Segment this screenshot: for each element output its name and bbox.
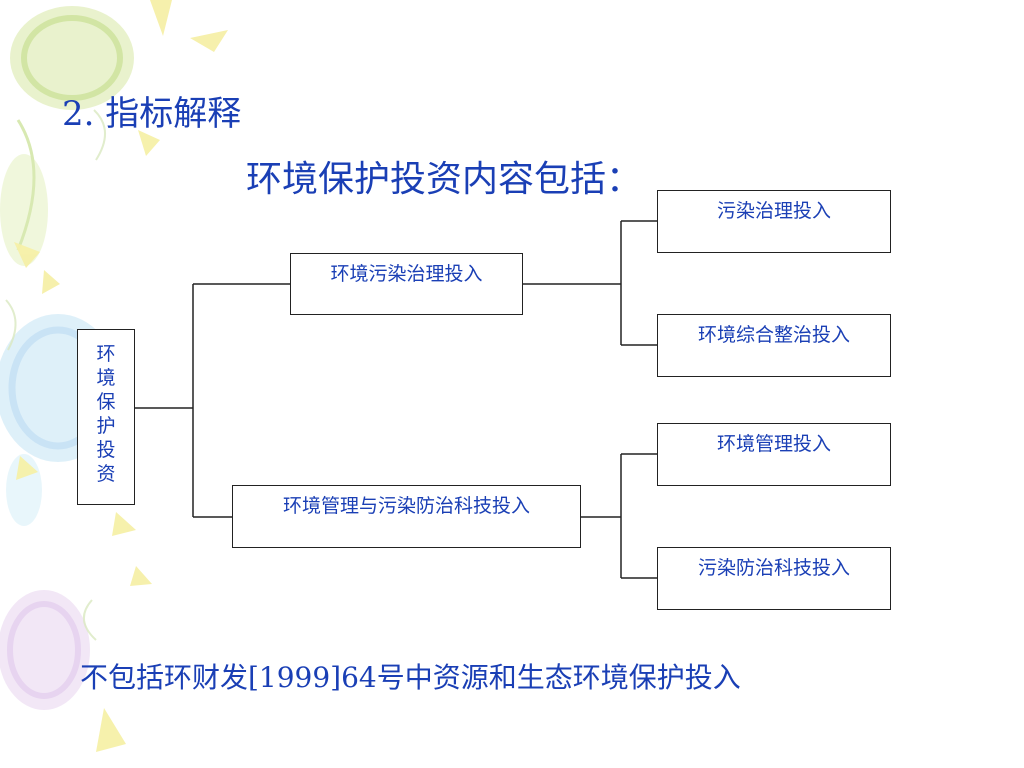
- small-lines-decor: [5, 109, 106, 641]
- leaf-node-label: 污染治理投入: [716, 200, 831, 222]
- diagram-subtitle: 环境保护投资内容包括：: [246, 159, 643, 200]
- branch-node-pollution-control: 环境污染治理投入: [290, 253, 523, 315]
- balloon-decor-purple: [0, 590, 90, 710]
- branch-node-label: 环境污染治理投入: [330, 263, 483, 285]
- leaf-node-environmental-management: 环境管理投入: [657, 423, 891, 486]
- leaf-node-comprehensive-remediation: 环境综合整治投入: [657, 314, 891, 377]
- leaf-node-pollution-prevention-tech: 污染防治科技投入: [657, 547, 891, 610]
- diagram-root-node: 环境保护投资: [77, 329, 135, 505]
- footnote-text: 不包括环财发[1999]64号中资源和生态环境保护投入: [80, 661, 741, 694]
- balloon-decor-green: [0, 6, 134, 266]
- sparkle-decor: [14, 0, 228, 752]
- leaf-node-label: 环境综合整治投入: [697, 324, 850, 346]
- leaf-node-label: 环境管理投入: [716, 433, 831, 455]
- branch-node-label: 环境管理与污染防治科技投入: [282, 495, 530, 517]
- branch-node-management-tech: 环境管理与污染防治科技投入: [232, 485, 581, 548]
- root-node-label: 环境保护投资: [96, 343, 116, 485]
- leaf-node-label: 污染防治科技投入: [697, 557, 850, 579]
- leaf-node-pollution-control-investment: 污染治理投入: [657, 190, 891, 253]
- section-title: 2. 指标解释: [62, 94, 242, 134]
